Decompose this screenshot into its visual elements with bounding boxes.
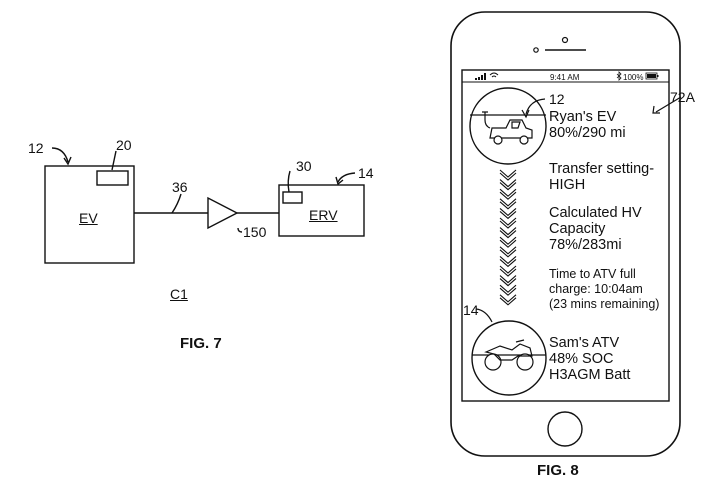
flow-chevron (499, 198, 517, 210)
bluetooth-icon (616, 71, 622, 81)
flow-chevron (499, 294, 517, 306)
flow-chevron (499, 275, 517, 287)
ev-box (44, 165, 135, 264)
ref-label-14-fig8: 14 (463, 302, 479, 318)
phone-screen (461, 69, 670, 402)
capacity-line-3: 78%/283mi (549, 237, 622, 253)
erv-box (278, 184, 365, 237)
leader-14 (337, 172, 356, 183)
flow-chevron (499, 265, 517, 277)
flow-chevron (499, 246, 517, 258)
flow-chevron (499, 227, 517, 239)
status-time: 9:41 AM (550, 73, 580, 82)
source-charge: 80%/290 mi (549, 125, 626, 141)
timing-line-1: Time to ATV full (549, 267, 636, 281)
atv-icon (484, 339, 534, 371)
leader-30 (287, 170, 291, 193)
ev-text: EV (79, 210, 98, 226)
camera-dot (533, 47, 539, 53)
ref-label-72a: 72A (670, 89, 695, 105)
fig7-caption: FIG. 7 (180, 335, 222, 352)
flow-chevron (499, 236, 517, 248)
c1-label: C1 (170, 286, 188, 302)
ref-label-14: 14 (358, 165, 374, 181)
wifi-icon (489, 72, 499, 78)
ref-label-150: 150 (243, 224, 267, 240)
fig8-caption: FIG. 8 (537, 462, 579, 479)
ev-indicator-box (96, 170, 129, 186)
erv-indicator-box (282, 191, 303, 204)
status-battery: 100% (623, 73, 644, 82)
ref-label-20: 20 (116, 137, 132, 153)
leader-20 (111, 150, 117, 171)
ref-label-36: 36 (172, 179, 188, 195)
ev-car-icon (482, 111, 533, 145)
target-soc: 48% SOC (549, 351, 614, 367)
transfer-line-1: Transfer setting- (549, 161, 655, 177)
ref-12-leader (525, 98, 546, 115)
ref-label-30: 30 (296, 158, 312, 174)
ref-72a-arrow (655, 96, 682, 113)
flow-chevron (499, 284, 517, 296)
target-name: Sam's ATV (549, 335, 620, 351)
flow-chevron (499, 217, 517, 229)
flow-chevron (499, 255, 517, 268)
atv-icon-circle (471, 320, 547, 396)
flow-chevron (499, 207, 517, 220)
speaker-dot (561, 36, 569, 44)
battery-icon (645, 72, 659, 80)
ref-label-12-fig8: 12 (549, 91, 565, 107)
ref-label-12: 12 (28, 140, 44, 156)
phone-body (450, 11, 681, 457)
source-name: Ryan's EV (549, 109, 617, 125)
transfer-line-2: HIGH (549, 177, 586, 193)
timing-line-2: charge: 10:04am (549, 282, 643, 296)
erv-text: ERV (309, 207, 338, 223)
flow-chevron (499, 188, 517, 200)
ref-14-leader (475, 308, 493, 323)
leader-36 (171, 193, 182, 214)
amplifier-triangle (207, 196, 239, 230)
flow-chevron (499, 179, 517, 191)
capacity-line-1: Calculated HV (549, 205, 642, 221)
ev-icon-circle (469, 87, 547, 165)
leader-12 (51, 147, 69, 163)
signal-icon (475, 73, 486, 80)
flow-chevron (499, 169, 517, 181)
capacity-line-2: Capacity (549, 221, 606, 237)
flow-chevrons (499, 169, 517, 306)
leader-150 (237, 227, 243, 233)
timing-line-3: (23 mins remaining) (549, 297, 660, 311)
target-battery: H3AGM Batt (549, 367, 631, 383)
home-button[interactable] (547, 411, 583, 447)
